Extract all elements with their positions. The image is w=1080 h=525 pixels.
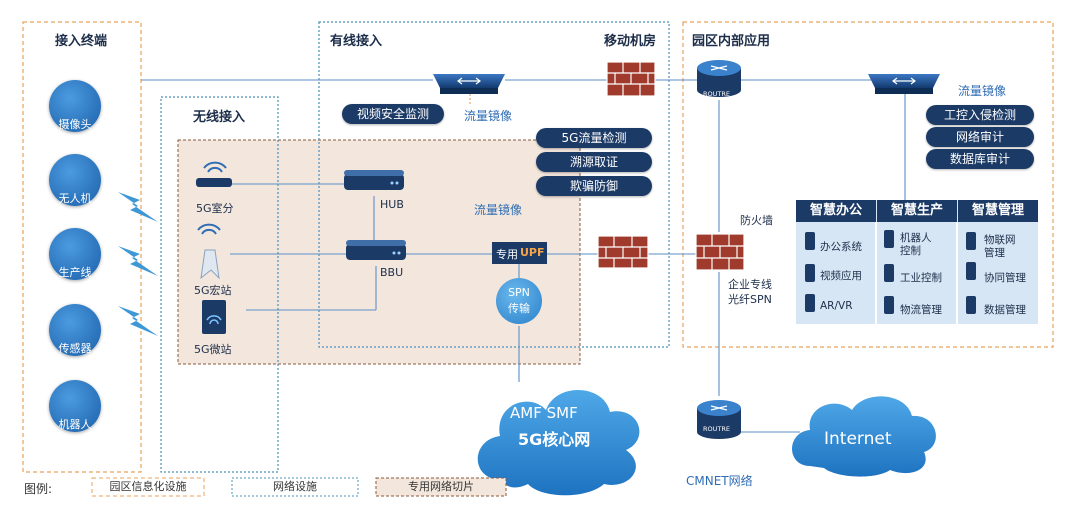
indoor-ap-icon <box>196 161 232 187</box>
wired-header: 有线接入 <box>330 34 383 49</box>
terminals-region <box>22 21 142 473</box>
app-item: 工业控制 <box>900 272 942 284</box>
cmnet-label: CMNET网络 <box>686 474 753 488</box>
traffic-detection-pill: 5G流量检测 <box>536 128 652 148</box>
core-network-cloud <box>477 389 640 496</box>
camera-terminal <box>49 80 101 132</box>
wireless-header: 无线接入 <box>193 110 246 125</box>
upf-box <box>492 242 547 264</box>
firewall-label: 防火墙 <box>740 214 773 227</box>
switch-icon <box>868 74 940 94</box>
app-item: 视频应用 <box>820 270 862 282</box>
industrial-intrusion-pill: 工控入侵检测 <box>926 105 1034 125</box>
legend-network: 网络设施 <box>273 480 317 493</box>
macro-station-label: 5G宏站 <box>194 284 232 297</box>
campus-apps-header: 园区内部应用 <box>692 34 771 49</box>
upf-prefix: 专用 <box>496 248 518 261</box>
app-item: 协同管理 <box>984 272 1026 284</box>
legend-slice: 专用网络切片 <box>408 480 474 493</box>
mobile-room-header: 移动机房 <box>604 34 657 49</box>
forensics-pill: 溯源取证 <box>536 152 652 172</box>
spn-sub-label: 传输 <box>508 302 530 315</box>
router-label: ROUTRE <box>703 90 730 98</box>
mirror-label: 流量镜像 <box>958 84 1007 98</box>
wireless-region <box>160 96 279 473</box>
production-line-terminal <box>49 228 101 280</box>
core-network-line1: AMF SMF <box>510 404 578 422</box>
bbu-label: BBU <box>380 266 404 279</box>
network-audit-pill: 网络审计 <box>926 127 1034 147</box>
sensor-terminal <box>49 304 101 356</box>
legend-swatch-slice <box>375 477 507 497</box>
wireless-bolt-icon <box>118 192 158 222</box>
spn-circle <box>496 278 542 324</box>
mirror-label: 流量镜像 <box>474 203 523 217</box>
router-label: ROUTRE <box>703 425 730 433</box>
app-item: 机器人 控制 <box>900 232 932 257</box>
internet-label: Internet <box>824 429 892 449</box>
terminal-label: 摄像头 <box>58 118 92 131</box>
app-item: 物流管理 <box>900 304 942 316</box>
robot-terminal <box>49 380 101 432</box>
terminal-label: 机器人 <box>58 418 92 431</box>
firewall-icon <box>597 235 649 269</box>
core-network-line2: 5G核心网 <box>518 430 591 449</box>
hub-device-icon <box>344 170 404 190</box>
legend-campus: 园区信息化设施 <box>109 480 187 493</box>
router-icon <box>697 60 741 97</box>
wireless-bolt-icon <box>118 306 158 336</box>
hub-label: HUB <box>380 198 404 211</box>
legend-swatch-campus <box>91 477 205 497</box>
firewall-icon <box>695 233 745 271</box>
terminals-header: 接入终端 <box>55 34 108 49</box>
legend-title: 图例: <box>24 482 53 496</box>
app-item: AR/VR <box>820 300 853 312</box>
app-item: 办公系统 <box>820 241 862 253</box>
campus-region <box>682 21 1054 348</box>
wireless-bolt-icon <box>118 246 158 276</box>
dedicated-line-label: 企业专线 <box>728 278 772 291</box>
app-item: 物联网 管理 <box>984 234 1016 259</box>
mirror-label: 流量镜像 <box>464 109 513 123</box>
switch-icon <box>433 74 505 94</box>
server-icon <box>805 230 976 314</box>
internet-cloud <box>792 396 936 477</box>
spn-label: SPN <box>508 286 530 299</box>
video-monitor-pill: 视频安全监测 <box>342 104 444 124</box>
indoor-ap-label: 5G室分 <box>196 202 234 215</box>
bbu-device-icon <box>346 240 406 260</box>
micro-station-label: 5G微站 <box>194 343 232 356</box>
micro-station-icon <box>202 300 226 334</box>
deception-defense-pill: 欺骗防御 <box>536 176 652 196</box>
terminal-label: 无人机 <box>58 192 92 205</box>
smart-production-header: 智慧生产 <box>877 200 957 222</box>
macro-station-icon <box>197 223 221 280</box>
wired-region <box>318 21 670 348</box>
terminal-label: 传感器 <box>58 342 92 355</box>
dedicated-line-sub-label: 光纤SPN <box>728 293 772 306</box>
terminal-label: 生产线 <box>58 266 92 279</box>
drone-terminal <box>49 154 101 206</box>
upf-suffix: UPF <box>520 246 545 259</box>
firewall-icon <box>606 61 656 97</box>
smart-management-header: 智慧管理 <box>958 200 1038 222</box>
database-audit-pill: 数据库审计 <box>926 149 1034 169</box>
router-icon <box>697 400 741 439</box>
smart-office-header: 智慧办公 <box>796 200 876 222</box>
app-item: 数据管理 <box>984 304 1026 316</box>
